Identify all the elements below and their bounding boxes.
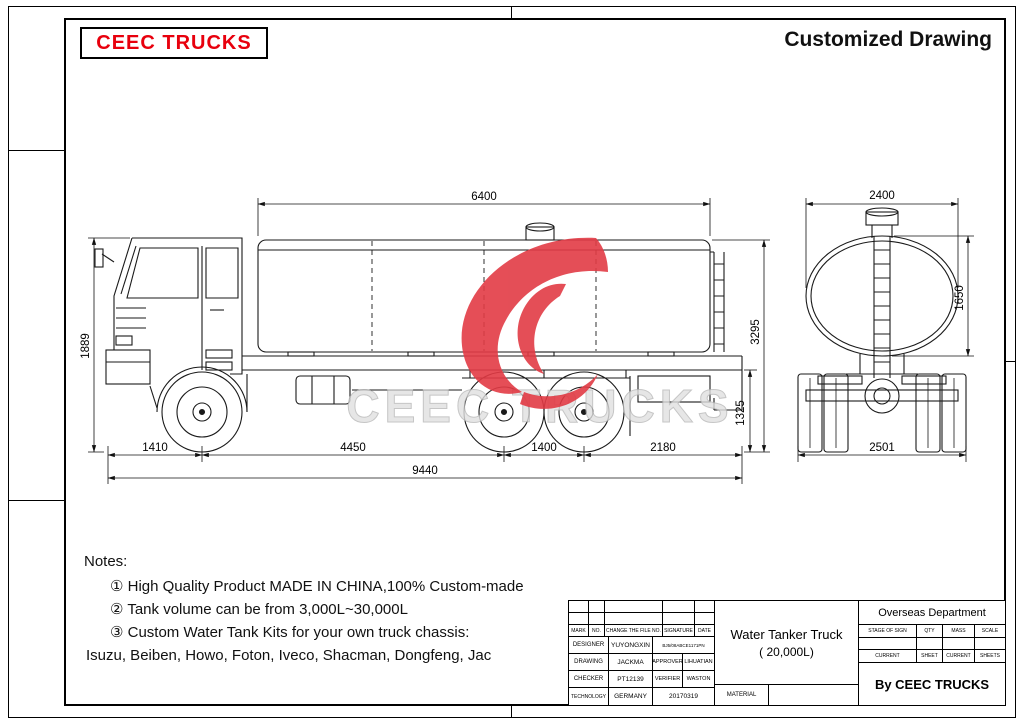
frame-tick <box>1006 361 1016 362</box>
title-block: MARK NO. CHANGE THE FILE NO. SIGNATURE D… <box>568 600 1006 706</box>
by-ceec-trucks: By CEEC TRUCKS <box>874 676 990 692</box>
frame-tick <box>8 150 64 151</box>
drawing-label: DRAWING <box>569 654 609 670</box>
note-item-brands: Isuzu, Beiben, Howo, Foton, Iveco, Shacm… <box>86 647 492 664</box>
page-title: Customized Drawing <box>784 28 992 51</box>
material-label: MATERIAL <box>715 685 769 705</box>
stage-value-sheets: SHEETS <box>979 653 1000 659</box>
scale-header: SCALE <box>981 628 999 634</box>
designer-label: DESIGNER <box>569 637 609 653</box>
brand-logo-text: CEEC TRUCKS <box>96 31 252 54</box>
title-block-revision-area: MARK NO. CHANGE THE FILE NO. SIGNATURE D… <box>569 601 715 705</box>
sheet-outer-frame <box>8 6 1016 718</box>
note-item-1: ① High Quality Product MADE IN CHINA,100… <box>110 578 524 595</box>
rev-header-change: CHANGE THE FILE NO. <box>605 625 663 636</box>
verifier-label: VERIFIER <box>653 671 683 687</box>
date-value: 20170319 <box>669 693 698 700</box>
checker-no: PT12139 <box>609 671 653 687</box>
product-capacity: ( 20,000L) <box>759 644 814 659</box>
sheet-inner-frame <box>64 18 1006 706</box>
mass-header: MASS <box>943 625 975 637</box>
department-name: Overseas Department <box>859 601 1005 625</box>
title-block-department-area: Overseas Department STAGE OF SIGN QTY MA… <box>859 601 1005 705</box>
stage-value-current-2: CURRENT <box>943 650 975 662</box>
notes-title: Notes: <box>84 553 128 570</box>
frame-tick <box>511 6 512 18</box>
notes-section: Notes: ① High Quality Product MADE IN CH… <box>84 550 524 667</box>
qty-header: QTY <box>917 625 943 637</box>
designer-name: YUYONGXIN <box>609 637 653 653</box>
rev-header-no: NO. <box>589 625 605 636</box>
approver-name: LIHUATIAN <box>684 659 713 665</box>
stage-header: STAGE OF SIGN <box>859 625 917 637</box>
checker-label: CHECKER <box>569 671 609 687</box>
note-item-3: ③ Custom Water Tank Kits for your own tr… <box>110 624 470 641</box>
stage-value-sheet: SHEET <box>917 650 943 662</box>
brand-logo-box: CEEC TRUCKS <box>80 27 268 59</box>
product-name: Water Tanker Truck <box>730 626 843 642</box>
verifier-name: WASTON <box>686 676 711 682</box>
title-block-product-area: Water Tanker Truck ( 20,000L) MATERIAL <box>715 601 859 705</box>
technology-label: TECHNOLOGY <box>569 688 609 705</box>
designer-code: BJ5/08ABCE1171PN <box>662 642 705 648</box>
rev-header-signature: SIGNATURE <box>663 625 695 636</box>
technology-value: GERMANY <box>609 688 653 705</box>
note-item-2: ② Tank volume can be from 3,000L~30,000L <box>110 601 408 618</box>
rev-header-mark: MARK <box>569 625 589 636</box>
drawing-name: JACKMA <box>609 654 653 670</box>
stage-value-current: CURRENT <box>859 650 917 662</box>
rev-header-date: DATE <box>698 627 711 634</box>
frame-tick <box>8 500 64 501</box>
approver-label: APPROVER <box>653 654 683 670</box>
frame-tick <box>511 706 512 718</box>
